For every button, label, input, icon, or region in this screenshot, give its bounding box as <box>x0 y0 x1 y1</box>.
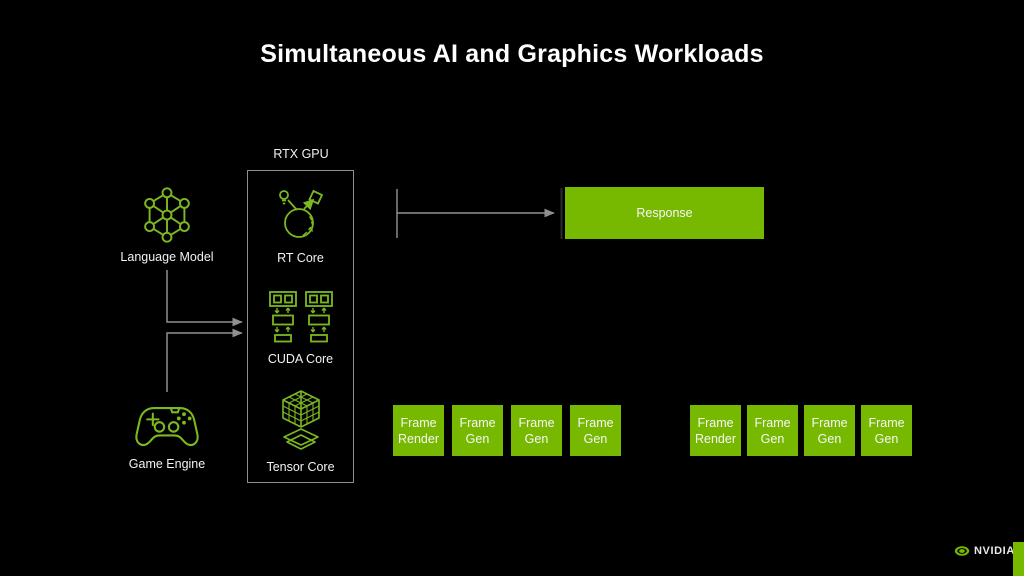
frame-box-label: Frame Gen <box>868 415 905 446</box>
frame-box-label: Frame Gen <box>811 415 848 446</box>
response-box: Response <box>565 187 764 239</box>
language-model-label: Language Model <box>120 250 214 264</box>
frame-box-label: Frame Gen <box>518 415 555 446</box>
frame-box: Frame Render <box>690 405 741 456</box>
frame-box: Frame Gen <box>452 405 503 456</box>
neural-network-icon <box>144 187 190 243</box>
rt-core-group: RT Core <box>248 186 353 265</box>
frame-box: Frame Gen <box>747 405 798 456</box>
game-controller-icon <box>135 407 199 447</box>
frame-box: Frame Gen <box>804 405 855 456</box>
frame-box-label: Frame Gen <box>754 415 791 446</box>
frame-box-label: Frame Gen <box>459 415 496 446</box>
frame-box-label: Frame Render <box>398 415 439 446</box>
tensor-core-group: Tensor Core <box>248 389 353 474</box>
cuda-core-icon <box>268 291 333 343</box>
rt-core-label: RT Core <box>277 251 324 265</box>
frame-box: Frame Gen <box>861 405 912 456</box>
rtx-gpu-label: RTX GPU <box>273 147 329 161</box>
tensor-core-icon <box>281 390 320 450</box>
arrow-game-engine-to-gpu <box>166 328 243 392</box>
arrow-language-model-to-gpu <box>166 270 243 327</box>
frame-box: Frame Gen <box>511 405 562 456</box>
rtx-gpu-box: RT Core <box>247 170 354 483</box>
cuda-core-group: CUDA Core <box>248 291 353 366</box>
tensor-core-label: Tensor Core <box>266 460 335 474</box>
frame-box-label: Frame Render <box>695 415 736 446</box>
frame-box: Frame Render <box>393 405 444 456</box>
page-title: Simultaneous AI and Graphics Workloads <box>260 40 764 68</box>
nvidia-accent-bar <box>1013 542 1024 576</box>
rt-core-icon <box>278 189 323 238</box>
nvidia-logo: NVIDIA <box>954 545 1015 557</box>
response-label: Response <box>636 206 693 220</box>
frame-box-label: Frame Gen <box>577 415 614 446</box>
cuda-core-label: CUDA Core <box>267 352 334 366</box>
game-engine-label: Game Engine <box>128 457 206 471</box>
game-engine-group: Game Engine <box>97 403 237 471</box>
language-model-group: Language Model <box>97 186 237 264</box>
frame-box: Frame Gen <box>570 405 621 456</box>
nvidia-wordmark: NVIDIA <box>974 545 1015 557</box>
nvidia-eye-icon <box>954 546 970 556</box>
